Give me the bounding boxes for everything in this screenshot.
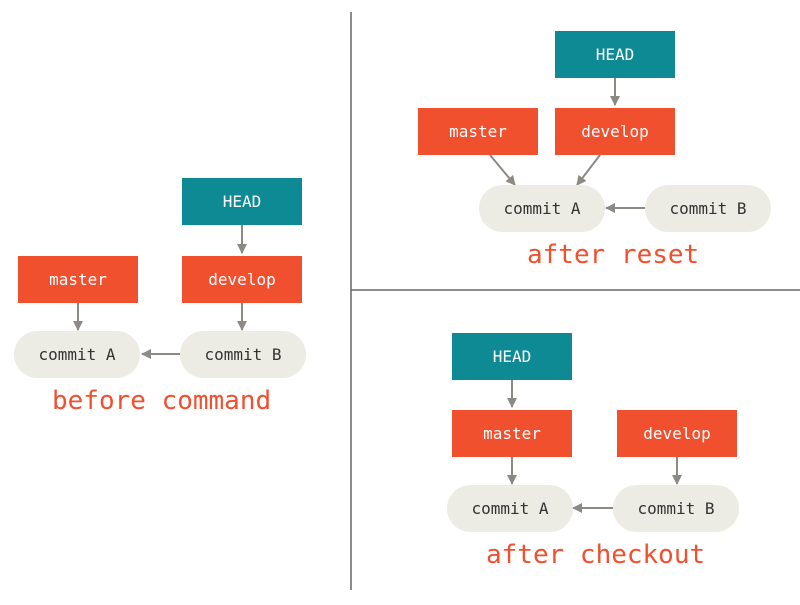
checkout-master-branch: master bbox=[452, 410, 572, 457]
checkout-commit-a: commit A bbox=[447, 485, 573, 532]
checkout-caption: after checkout bbox=[486, 540, 706, 570]
before-commit-a: commit A bbox=[14, 331, 140, 378]
before-commit-b: commit B bbox=[180, 331, 306, 378]
before-head-ref: HEAD bbox=[182, 178, 302, 225]
before-master-branch: master bbox=[18, 256, 138, 303]
checkout-develop-branch: develop bbox=[617, 410, 737, 457]
checkout-head-ref: HEAD bbox=[452, 333, 572, 380]
reset-commit-b: commit B bbox=[645, 185, 771, 232]
arrow-reset-develop-to-commit-a bbox=[576, 154, 601, 186]
before-develop-branch: develop bbox=[182, 256, 302, 303]
reset-head-ref: HEAD bbox=[555, 31, 675, 78]
reset-master-branch: master bbox=[418, 108, 538, 155]
before-caption: before command bbox=[52, 386, 272, 416]
reset-commit-a: commit A bbox=[479, 185, 605, 232]
reset-develop-branch: develop bbox=[555, 108, 675, 155]
checkout-commit-b: commit B bbox=[613, 485, 739, 532]
arrow-reset-master-to-commit-a bbox=[489, 154, 516, 186]
reset-caption: after reset bbox=[527, 240, 700, 270]
